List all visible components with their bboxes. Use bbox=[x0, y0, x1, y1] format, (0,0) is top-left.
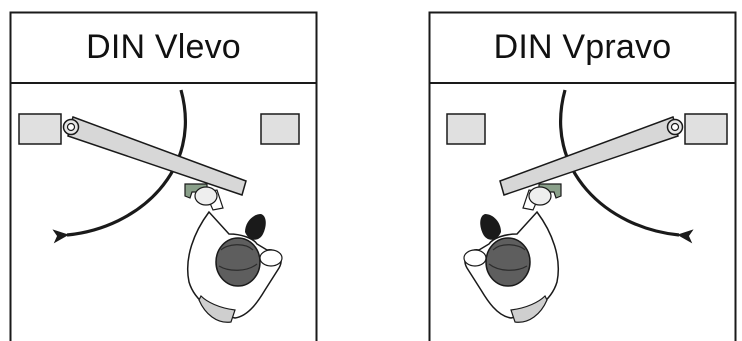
door-leaf bbox=[62, 116, 247, 196]
din-right-diagram bbox=[428, 11, 737, 341]
head-hair-icon bbox=[215, 237, 261, 287]
door-swing-arc bbox=[52, 89, 187, 244]
right-wall-block bbox=[260, 113, 300, 145]
panel-din-right: DIN Vpravo bbox=[428, 0, 737, 341]
door-swing-arc bbox=[559, 89, 694, 244]
panel-title-left: DIN Vlevo bbox=[86, 27, 241, 66]
panel-din-left: DIN Vlevo bbox=[9, 0, 318, 341]
left-wall-block bbox=[18, 113, 62, 145]
door-leaf bbox=[499, 116, 684, 196]
hand-icon bbox=[528, 186, 552, 206]
right-wall-block bbox=[684, 113, 728, 145]
hand-icon bbox=[194, 186, 218, 206]
shoe-icon bbox=[480, 214, 501, 240]
frame-outline bbox=[9, 11, 318, 341]
head-hair-icon bbox=[485, 237, 531, 287]
shoe-icon bbox=[245, 214, 266, 240]
person-icon bbox=[187, 186, 283, 323]
din-left-diagram bbox=[9, 11, 318, 341]
person-icon bbox=[463, 186, 559, 323]
panel-title-right: DIN Vpravo bbox=[493, 27, 672, 66]
left-wall-block bbox=[446, 113, 486, 145]
frame-outline bbox=[428, 11, 737, 341]
